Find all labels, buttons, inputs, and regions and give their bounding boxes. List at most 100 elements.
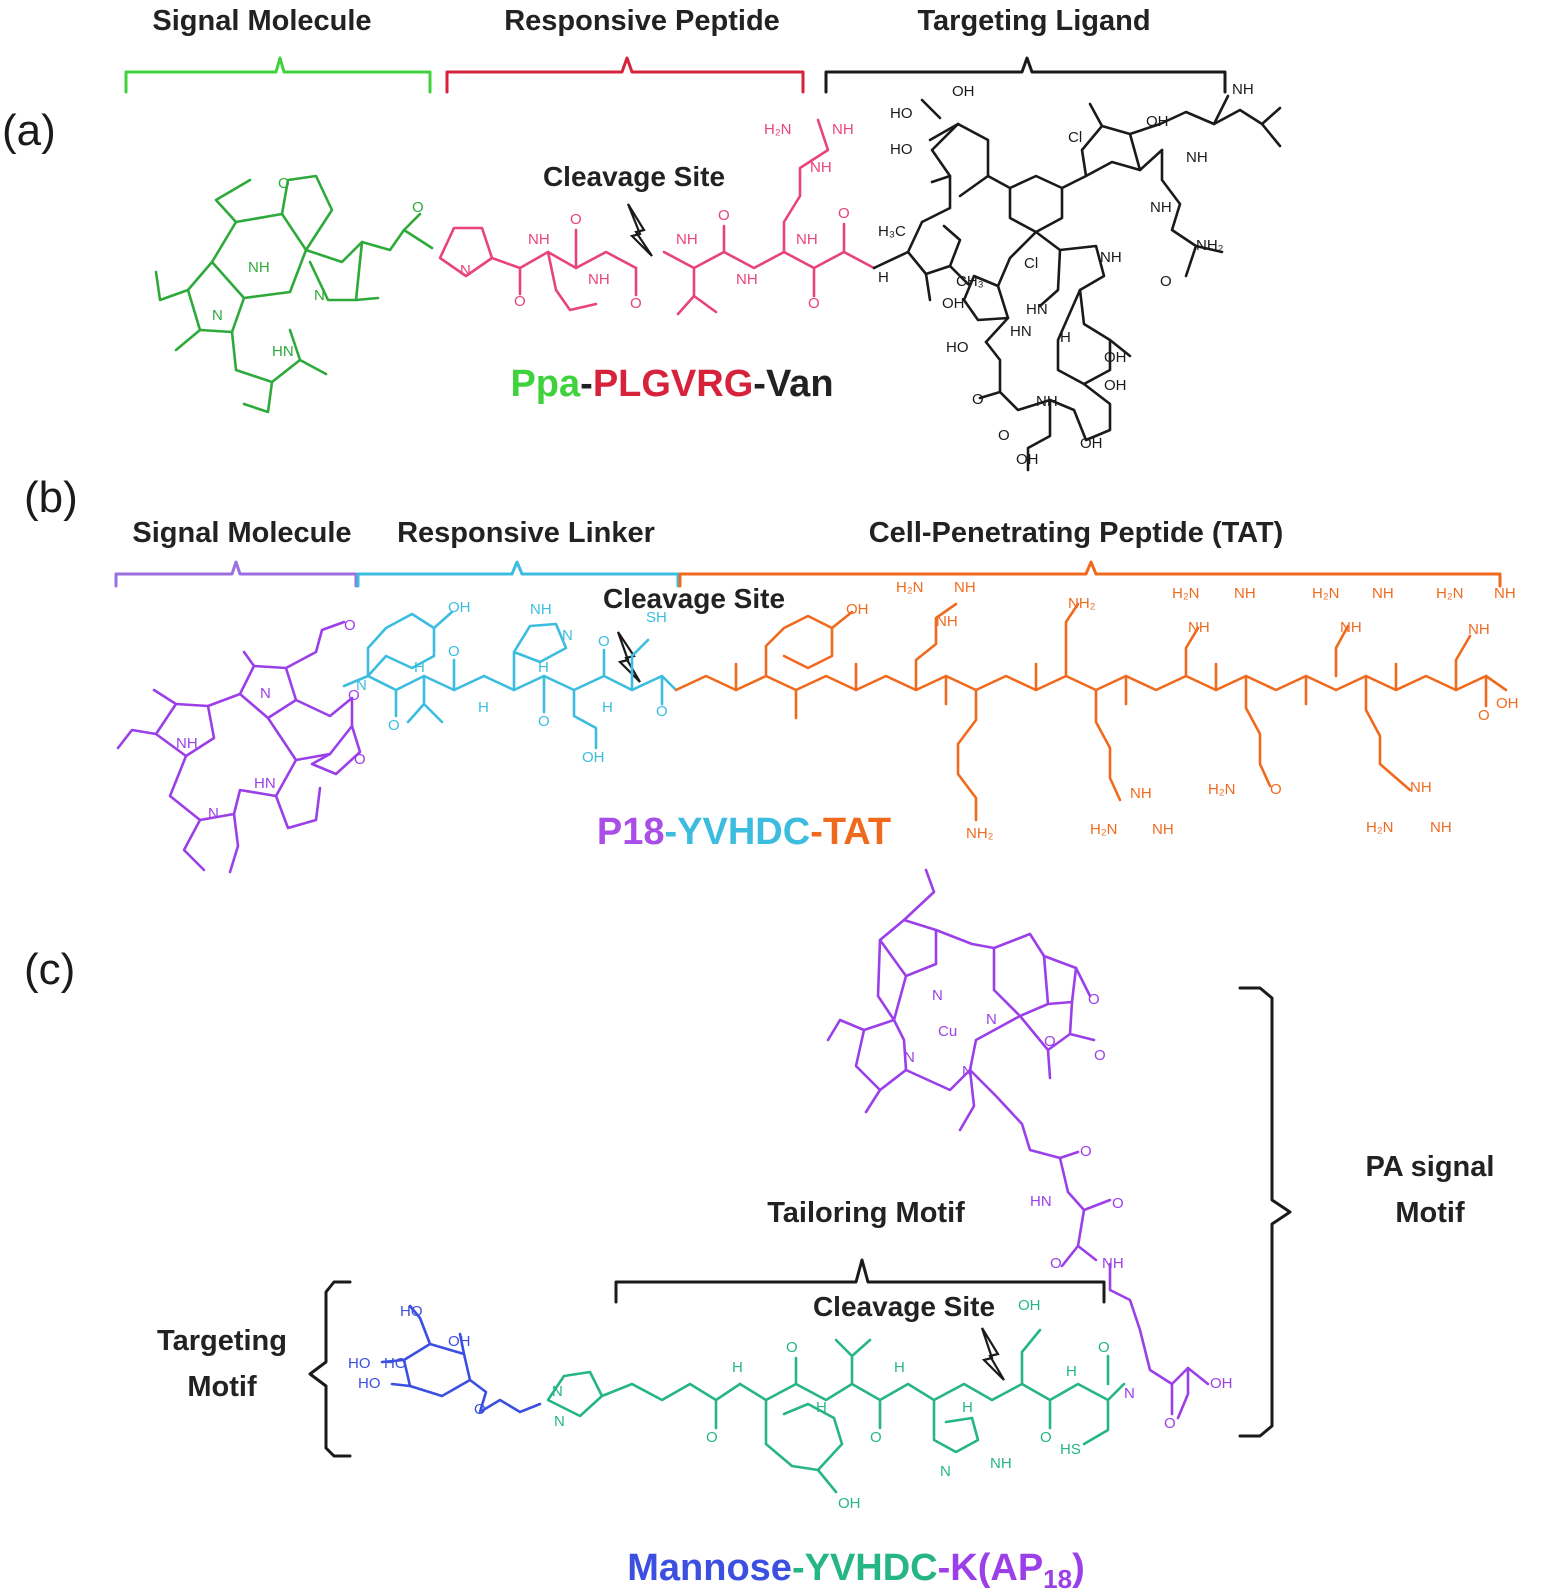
yvhdc-b-o-5: O [656, 703, 668, 720]
van-nh-1: NH [1186, 149, 1208, 166]
panel-a: (a) Signal Molecule Responsive Peptide T… [2, 5, 1282, 472]
van-ho-3: HO [946, 339, 969, 356]
yvhdc-b-o-1: O [388, 717, 400, 734]
van-oh-7: OH [1080, 435, 1103, 452]
yvhdc-c-n-his: N [940, 1463, 951, 1480]
plgvrg-nh-guan: NH [832, 121, 854, 138]
ap18-nh: NH [1102, 1255, 1124, 1272]
tat-nh-7: NH [1494, 585, 1516, 602]
plgvrg-n-pro: N [460, 262, 471, 279]
panel-a-lightning-icon [626, 203, 653, 257]
van-oh-3: OH [1146, 113, 1169, 130]
yvhdc-b-nh-cys: H [602, 699, 613, 716]
panel-b-lightning-icon [616, 631, 641, 683]
ap18-o-4: O [1080, 1143, 1092, 1160]
tat-nh-8: NH [1468, 621, 1490, 638]
ap18-o-2: O [1044, 1033, 1056, 1050]
yvhdc-c-o-3: O [870, 1429, 882, 1446]
ap18-n-3: N [904, 1049, 915, 1066]
van-oh-5: OH [1104, 377, 1127, 394]
tat-h2n-5: H₂N [1090, 821, 1118, 838]
p18-o-3: O [344, 617, 356, 634]
ap18-n-1: N [932, 987, 943, 1004]
tat-h2n-6: H₂N [1208, 781, 1236, 798]
ap18-oh-cterm: OH [1210, 1375, 1233, 1392]
ap18-o-6: O [1050, 1255, 1062, 1272]
p18-hn: HN [254, 775, 276, 792]
ppa-n: N [314, 287, 325, 304]
plgvrg-nh-3: NH [676, 231, 698, 248]
van-h-1: H [1060, 329, 1071, 346]
yvhdc-c-h-1: H [732, 1359, 743, 1376]
tat-nh-11: NH [1410, 779, 1432, 796]
yvhdc-c-n-triazole-2: N [554, 1413, 565, 1430]
tat-oh-tyr: OH [846, 601, 869, 618]
yvhdc-b-nh-1: N [356, 677, 367, 694]
yvhdc-c-hs: HS [1060, 1441, 1081, 1458]
panel-a-compound-name: Ppa-PLGVRG-Van [510, 363, 833, 405]
yvhdc-b-o-3: O [538, 713, 550, 730]
plgvrg-nh-1: NH [528, 231, 550, 248]
van-nh-4: NH [1100, 249, 1122, 266]
targeting-motif-label-line1: Targeting [157, 1325, 287, 1357]
ppa-n-lower: N [212, 307, 223, 324]
ap18-n-lys: N [1124, 1385, 1135, 1402]
van-h3c: H₃C [878, 223, 906, 240]
mannose-ho-2: HO [348, 1355, 371, 1372]
plgvrg-peptide [438, 118, 876, 316]
plgvrg-nh-arg: NH [810, 159, 832, 176]
panel-a-header-signal-molecule: Signal Molecule [152, 5, 371, 37]
plgvrg-h2n: H₂N [764, 121, 792, 138]
tat-nh-10: NH [1152, 821, 1174, 838]
plgvrg-nh-5: NH [796, 231, 818, 248]
tat-o-cterm: O [1478, 707, 1490, 724]
panel-a-header-targeting-ligand: Targeting Ligand [917, 5, 1150, 37]
mannose-ho-1: HO [400, 1303, 423, 1320]
yvhdc-linker-c [546, 1328, 1126, 1494]
van-nh-2: NH [1232, 81, 1254, 98]
van-oh-4: OH [1104, 349, 1127, 366]
ppa-carbonyl-oxygen: O [412, 199, 424, 216]
panel-b-cleavage-label: Cleavage Site [603, 583, 785, 614]
van-ch3: CH₃ [956, 273, 984, 290]
mannose-ho-4: HO [384, 1355, 407, 1372]
van-cl-1: Cl [1068, 129, 1082, 146]
plgvrg-nh-4: NH [736, 271, 758, 288]
plgvrg-o-6: O [838, 205, 850, 222]
yvhdc-c-nh-his: NH [990, 1455, 1012, 1472]
van-oh-1: OH [952, 83, 975, 100]
van-o-1: O [1160, 273, 1172, 290]
yvhdc-c-h-3: H [894, 1359, 905, 1376]
tat-h2n-1: H₂N [896, 579, 924, 596]
yvhdc-c-o-1: O [706, 1429, 718, 1446]
yvhdc-b-oh: OH [448, 599, 471, 616]
van-o-3: O [998, 427, 1010, 444]
yvhdc-c-oh-tyr: OH [838, 1495, 861, 1512]
ppa-nh: NH [248, 259, 270, 276]
tat-h2n-3: H₂N [1312, 585, 1340, 602]
ap18-n-2: N [986, 1011, 997, 1028]
yvhdc-c-o-4: O [1040, 1429, 1052, 1446]
van-nh-sugar: H [878, 269, 889, 286]
plgvrg-nh-2: NH [588, 271, 610, 288]
tat-h2n-7: H₂N [1366, 819, 1394, 836]
yvhdc-b-nh-his: NH [530, 601, 552, 618]
panel-b-bracket-linker [356, 560, 680, 588]
ap18-o-cterm: O [1164, 1415, 1176, 1432]
plgvrg-o-2: O [570, 211, 582, 228]
pa-signal-motif-bracket [1238, 986, 1292, 1438]
tat-o-gln: O [1270, 781, 1282, 798]
p18-nh: NH [176, 735, 198, 752]
yvhdc-b-n-his: N [562, 627, 573, 644]
ppa-molecule [154, 174, 434, 414]
ppa-oxygen: O [278, 175, 290, 192]
ap18-hn: HN [1030, 1193, 1052, 1210]
panel-b-header-responsive-linker: Responsive Linker [397, 517, 655, 549]
mannose-o-glyco: O [474, 1401, 486, 1418]
mannose-oh-1: OH [448, 1333, 471, 1350]
panel-a-bracket-signal [124, 56, 432, 94]
panel-c-cleavage-label: Cleavage Site [813, 1291, 995, 1322]
yvhdc-c-n-triazole-1: N [552, 1383, 563, 1400]
ap18-o-3: O [1094, 1047, 1106, 1064]
